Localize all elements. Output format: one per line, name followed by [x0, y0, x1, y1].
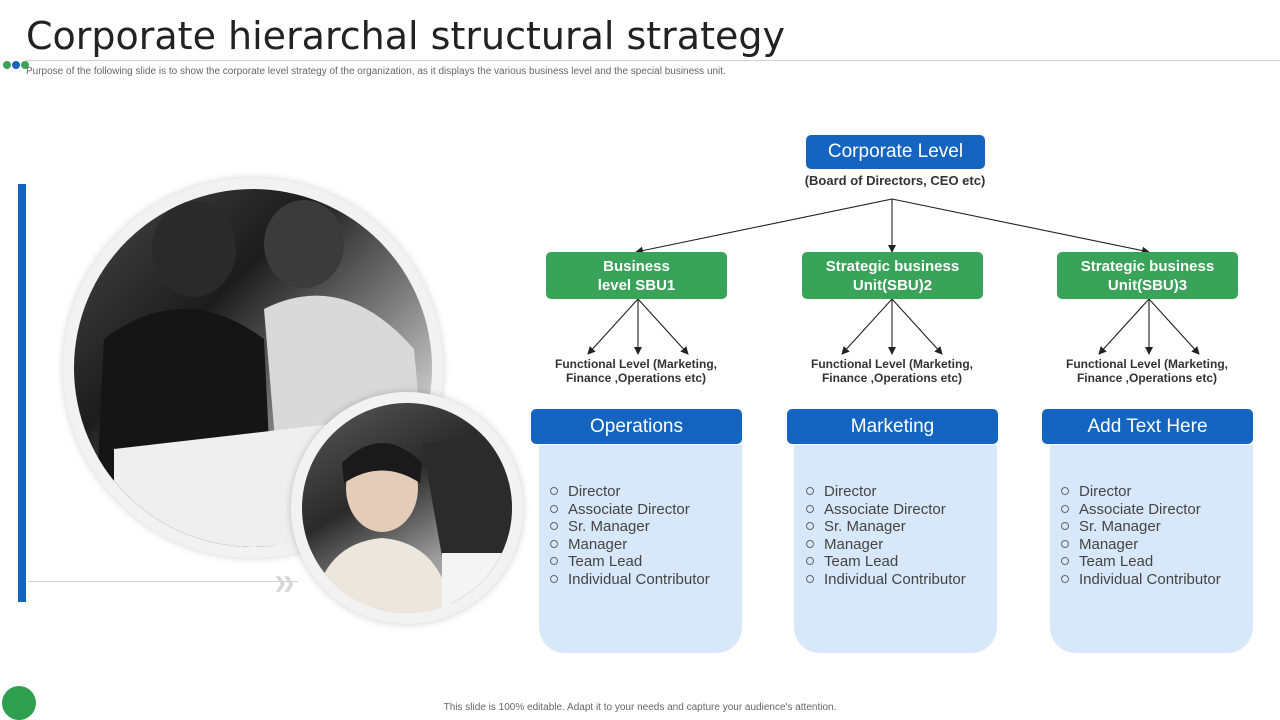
bullet-icon — [806, 504, 814, 513]
sbu-node-line1: Strategic business — [825, 257, 960, 275]
role-label: Director — [1079, 483, 1132, 500]
role-list-1: Director Associate Director Sr. Manager … — [550, 483, 710, 589]
accent-line — [28, 581, 298, 582]
bullet-icon — [806, 575, 814, 583]
role-label: Associate Director — [824, 500, 946, 518]
list-item: Individual Contributor — [550, 571, 710, 589]
list-item: Team Lead — [1061, 553, 1221, 571]
functional-line2: Finance ,Operations etc) — [565, 371, 707, 385]
list-item: Sr. Manager — [806, 518, 966, 536]
card-title-marketing: Marketing — [787, 409, 998, 444]
role-label: Team Lead — [824, 553, 899, 571]
bullet-icon — [550, 575, 558, 583]
role-label: Team Lead — [1079, 553, 1154, 571]
list-item: Director — [550, 483, 710, 501]
bullet-icon — [550, 539, 558, 548]
list-item: Associate Director — [550, 501, 710, 519]
bullet-icon — [806, 522, 814, 531]
functional-line1: Functional Level (Marketing, — [1065, 357, 1229, 371]
list-item: Team Lead — [550, 553, 710, 571]
role-label: Manager — [568, 535, 628, 553]
functional-level-3: Functional Level (Marketing, Finance ,Op… — [1037, 357, 1257, 385]
bullet-icon — [1061, 575, 1069, 583]
bullet-icon — [550, 504, 558, 513]
sbu-node-3: Strategic business Unit(SBU)3 — [1057, 252, 1238, 299]
slide-footer: This slide is 100% editable. Adapt it to… — [443, 702, 837, 713]
bullet-icon — [550, 487, 558, 496]
corporate-level-node: Corporate Level — [806, 135, 985, 169]
role-label: Individual Contributor — [1079, 570, 1221, 588]
role-label: Manager — [1079, 535, 1139, 553]
card-body-2 — [794, 445, 997, 653]
role-list-2: Director Associate Director Sr. Manager … — [806, 483, 966, 589]
functional-level-1: Functional Level (Marketing, Finance ,Op… — [526, 357, 746, 385]
list-item: Manager — [1061, 536, 1221, 554]
list-item: Individual Contributor — [806, 571, 966, 589]
bullet-icon — [550, 522, 558, 531]
role-label: Manager — [824, 535, 884, 553]
title-divider — [26, 60, 1280, 61]
card-title-add-text: Add Text Here — [1042, 409, 1253, 444]
bullet-icon — [1061, 522, 1069, 531]
accent-bar — [18, 184, 26, 602]
bullet-icon — [806, 557, 814, 566]
dot-2 — [12, 61, 20, 69]
role-label: Director — [824, 483, 877, 500]
functional-line1: Functional Level (Marketing, — [554, 357, 718, 371]
role-list-3: Director Associate Director Sr. Manager … — [1061, 483, 1221, 589]
role-label: Associate Director — [1079, 500, 1201, 518]
double-chevron-icon: ❯❯ — [274, 575, 295, 592]
slide-title: Corporate hierarchal structural strategy — [26, 14, 785, 58]
sbu-node-2: Strategic business Unit(SBU)2 — [802, 252, 983, 299]
role-label: Director — [568, 483, 621, 500]
sbu-node-line2: level SBU1 — [597, 276, 676, 294]
bullet-icon — [1061, 539, 1069, 548]
bullet-icon — [1061, 557, 1069, 566]
team-photo-small-image — [302, 403, 512, 613]
sbu-node-line1: Business — [603, 257, 670, 275]
list-item: Associate Director — [806, 501, 966, 519]
functional-line2: Finance ,Operations etc) — [1076, 371, 1218, 385]
list-item: Director — [1061, 483, 1221, 501]
sbu-node-line2: Unit(SBU)3 — [1107, 276, 1188, 294]
role-label: Associate Director — [568, 500, 690, 518]
list-item: Manager — [806, 536, 966, 554]
functional-level-2: Functional Level (Marketing, Finance ,Op… — [782, 357, 1002, 385]
slide-subtitle: Purpose of the following slide is to sho… — [26, 66, 726, 77]
bullet-icon — [1061, 504, 1069, 513]
sbu-node-line1: Strategic business — [1080, 257, 1215, 275]
role-label: Sr. Manager — [824, 518, 906, 536]
list-item: Sr. Manager — [550, 518, 710, 536]
decorative-circle — [2, 686, 36, 720]
role-label: Individual Contributor — [568, 570, 710, 588]
list-item: Sr. Manager — [1061, 518, 1221, 536]
sbu-node-line2: Unit(SBU)2 — [852, 276, 933, 294]
card-title-operations: Operations — [531, 409, 742, 444]
functional-line2: Finance ,Operations etc) — [821, 371, 963, 385]
role-label: Individual Contributor — [824, 570, 966, 588]
bullet-icon — [1061, 487, 1069, 496]
bullet-icon — [550, 557, 558, 566]
team-photo-small — [291, 392, 523, 624]
card-body-3 — [1050, 445, 1253, 653]
bullet-icon — [806, 539, 814, 548]
role-label: Team Lead — [568, 553, 643, 571]
list-item: Director — [806, 483, 966, 501]
corporate-level-caption: (Board of Directors, CEO etc) — [804, 173, 986, 188]
card-body-1 — [539, 445, 742, 653]
list-item: Team Lead — [806, 553, 966, 571]
photo-silhouette-person — [312, 433, 512, 613]
functional-line1: Functional Level (Marketing, — [810, 357, 974, 371]
role-label: Sr. Manager — [1079, 518, 1161, 536]
list-item: Associate Director — [1061, 501, 1221, 519]
dot-3 — [21, 61, 29, 69]
decorative-dots — [3, 56, 30, 69]
role-label: Sr. Manager — [568, 518, 650, 536]
list-item: Manager — [550, 536, 710, 554]
dot-1 — [3, 61, 11, 69]
list-item: Individual Contributor — [1061, 571, 1221, 589]
sbu-node-1: Business level SBU1 — [546, 252, 727, 299]
bullet-icon — [806, 487, 814, 496]
